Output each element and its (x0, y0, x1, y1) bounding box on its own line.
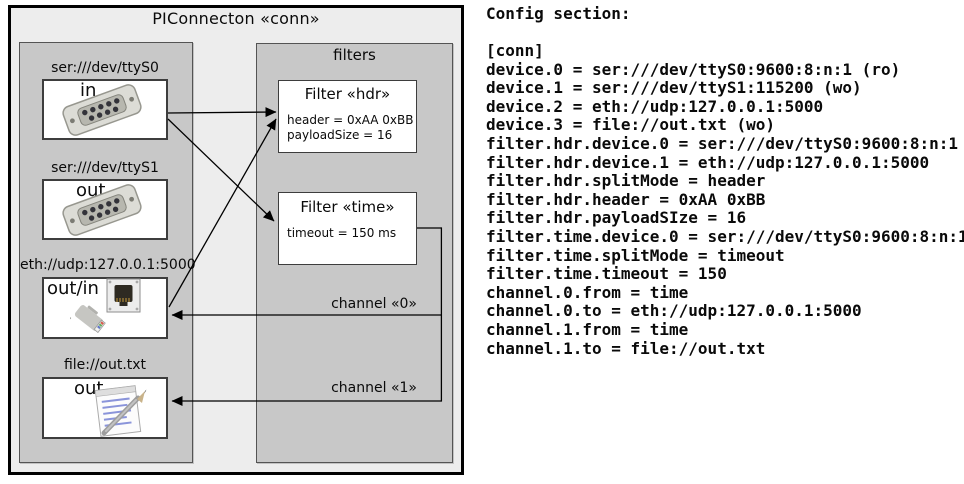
filter-hdr-prop-header: header = 0xAA 0xBB (287, 113, 414, 127)
filter-time-title: Filter «time» (300, 198, 395, 216)
device-label-ttys1: ser:///dev/ttyS1 (51, 160, 159, 176)
filters-panel-title: filters (333, 46, 376, 64)
channel-0-label: channel «0» (331, 296, 417, 312)
device-box-file (42, 377, 168, 439)
filter-hdr-box (278, 80, 417, 153)
device-direction-eth: out/in (47, 278, 99, 299)
device-box-ttys0 (42, 79, 168, 140)
device-label-file: file://out.txt (63, 357, 147, 373)
filter-time-prop-timeout: timeout = 150 ms (287, 226, 397, 240)
filter-time-box (278, 192, 417, 265)
device-label-ttys0: ser:///dev/ttyS0 (51, 60, 159, 76)
device-label-eth: eth://udp:127.0.0.1:5000 (20, 257, 196, 273)
filter-hdr-prop-payloadsize: payloadSize = 16 (287, 128, 393, 142)
channel-1-label: channel «1» (331, 380, 417, 396)
device-direction-file: out (74, 378, 104, 399)
diagram-title: PIConnecton «conn» (152, 9, 320, 28)
device-direction-ttys0: in (80, 80, 97, 101)
device-direction-ttys1: out (76, 180, 106, 201)
config-heading: Config section: (486, 4, 631, 23)
config-text: [conn] device.0 = ser:///dev/ttyS0:9600:… (486, 41, 964, 358)
filter-hdr-title: Filter «hdr» (304, 85, 391, 103)
